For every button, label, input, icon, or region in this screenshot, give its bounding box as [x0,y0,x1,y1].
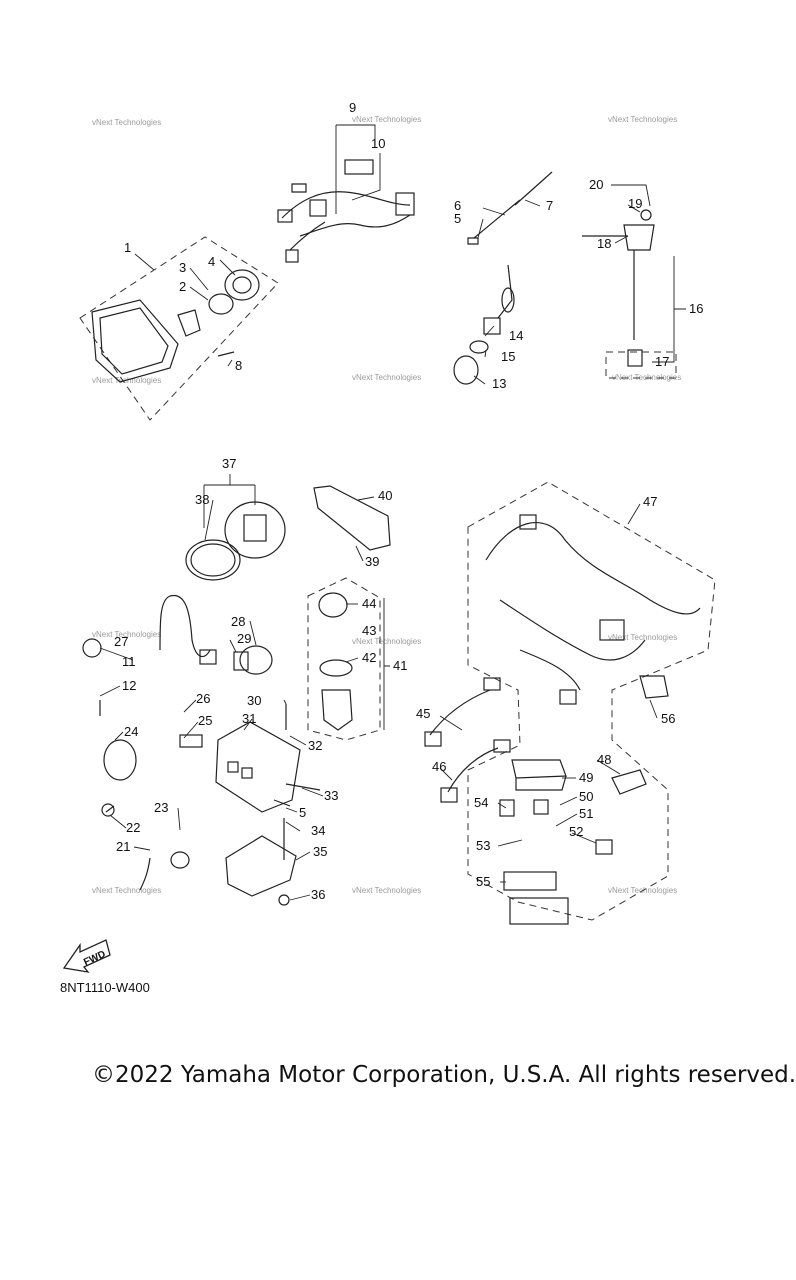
key-switch-group [307,577,381,741]
callout-3: 3 [179,260,186,275]
callout-35: 35 [313,844,327,859]
callout-12: 12 [122,678,136,693]
callout-18: 18 [597,236,611,251]
watermark: vNext Technologies [608,633,677,642]
callout-numbers: 9 10 1 3 4 2 8 6 5 7 20 19 18 16 17 14 1… [114,100,703,902]
callout-17: 17 [655,354,669,369]
callout-26: 26 [196,691,210,706]
part-40 [313,485,391,551]
callout-24: 24 [124,724,138,739]
callout-11: 11 [122,654,136,669]
callout-6: 6 [454,198,461,213]
left-parts [82,594,217,891]
callout-21: 21 [116,839,130,854]
sub-harness [277,159,415,263]
callout-2: 2 [179,279,186,294]
leader-lines [99,124,686,901]
watermark: vNext Technologies [92,118,161,127]
callout-23: 23 [154,800,168,815]
parts-45-46 [424,677,511,803]
callout-20: 20 [589,177,603,192]
callout-55: 55 [476,874,490,889]
callout-37: 37 [222,456,236,471]
callout-13: 13 [492,376,506,391]
callout-56: 56 [661,711,675,726]
parts-28-29 [233,645,273,675]
callout-51: 51 [579,806,593,821]
watermark: vNext Technologies [352,373,421,382]
callout-46: 46 [432,759,446,774]
ecu-assembly [215,704,321,813]
callout-49: 49 [579,770,593,785]
diagram-code: 8NT1110-W400 [60,980,150,995]
callout-43: 43 [362,623,376,638]
relay-fuse-group [499,759,647,925]
callout-15: 15 [501,349,515,364]
callout-19: 19 [628,196,642,211]
callout-32: 32 [308,738,322,753]
callout-14: 14 [509,328,523,343]
parts-34-36 [225,818,297,906]
callout-44: 44 [362,596,376,611]
watermark: vNext Technologies [92,630,161,639]
callout-7: 7 [546,198,553,213]
callout-10: 10 [371,136,385,151]
fwd-arrow-icon: FWD [62,939,111,973]
callout-41: 41 [393,658,407,673]
callout-29: 29 [237,631,251,646]
callout-47: 47 [643,494,657,509]
callout-4: 4 [208,254,215,269]
callout-30: 30 [247,693,261,708]
callout-5b: 5 [299,805,306,820]
callout-40: 40 [378,488,392,503]
watermark: vNext Technologies [92,886,161,895]
callout-34: 34 [311,823,325,838]
headlight-assembly [79,236,279,421]
callout-54: 54 [474,795,488,810]
main-harness [467,481,716,921]
meter-assembly [185,501,286,581]
parts-13-15 [453,264,515,385]
callout-25: 25 [198,713,212,728]
callout-28: 28 [231,614,245,629]
parts-diagram: vNext Technologies vNext Technologies vN… [62,100,716,973]
callout-42: 42 [362,650,376,665]
callout-52: 52 [569,824,583,839]
watermark: vNext Technologies [352,115,421,124]
callout-22: 22 [126,820,140,835]
callout-9: 9 [349,100,356,115]
callout-38: 38 [195,492,209,507]
copyright-notice: ©2022 Yamaha Motor Corporation, U.S.A. A… [92,1062,796,1088]
callout-16: 16 [689,301,703,316]
callout-50: 50 [579,789,593,804]
callout-1: 1 [124,240,131,255]
callout-36: 36 [311,887,325,902]
callout-31: 31 [242,711,256,726]
callout-45: 45 [416,706,430,721]
callout-39: 39 [365,554,379,569]
callout-53: 53 [476,838,490,853]
watermark: vNext Technologies [352,886,421,895]
callout-5: 5 [454,211,461,226]
watermark: vNext Technologies [608,115,677,124]
part-56 [639,675,669,699]
callout-27: 27 [114,634,128,649]
callout-33: 33 [324,788,338,803]
fuel-sender [582,209,677,379]
watermark: vNext Technologies [352,637,421,646]
callout-48: 48 [597,752,611,767]
parts-5-6-7 [467,171,553,245]
callout-8: 8 [235,358,242,373]
